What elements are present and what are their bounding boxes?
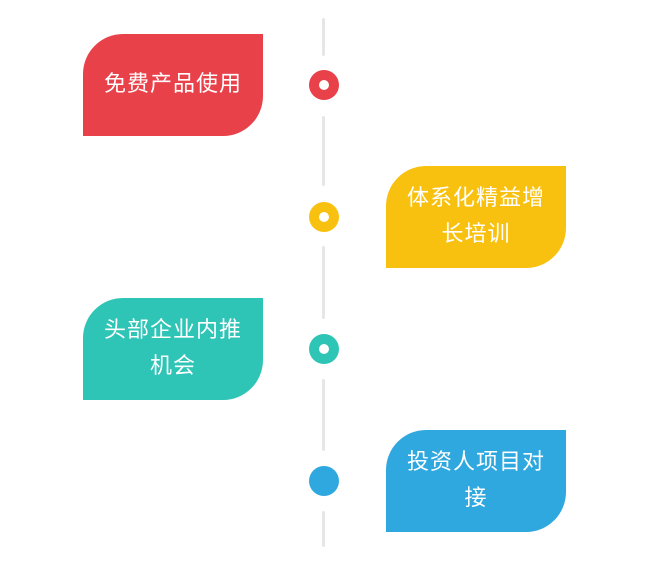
step-card-2: 体系化精益增长培训 <box>386 166 566 268</box>
timeline-axis-segment <box>322 116 325 186</box>
node-center-dot <box>319 212 329 222</box>
step-label-4: 投资人项目对接 <box>406 450 545 511</box>
timeline-node-4 <box>309 466 339 496</box>
timeline-axis-segment <box>322 18 325 56</box>
step-card-3: 头部企业内推机会 <box>83 298 263 400</box>
step-label-1: 免费产品使用 <box>103 72 242 97</box>
step-label-3: 头部企业内推机会 <box>103 318 242 379</box>
step-card-1: 免费产品使用 <box>83 34 263 136</box>
node-center-dot <box>319 80 329 90</box>
step-card-4: 投资人项目对接 <box>386 430 566 532</box>
timeline-node-3 <box>309 334 339 364</box>
timeline-node-1 <box>309 70 339 100</box>
timeline-axis-segment <box>322 246 325 319</box>
timeline-axis-segment <box>322 511 325 547</box>
timeline-axis-segment <box>322 379 325 451</box>
timeline-node-2 <box>309 202 339 232</box>
node-center-dot <box>319 344 329 354</box>
step-label-2: 体系化精益增长培训 <box>406 186 545 247</box>
